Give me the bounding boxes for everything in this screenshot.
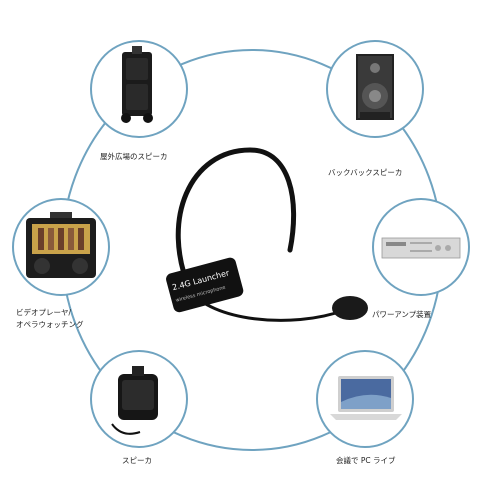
label-back-speaker: バックバックスピーカ	[328, 168, 403, 177]
headset-microphone: 2.4G Launcher wireless microphone	[150, 140, 380, 350]
laptop-icon	[330, 376, 402, 420]
video-player-node	[12, 198, 110, 296]
trolley-speaker-icon	[121, 46, 153, 123]
label-outdoor-speaker: 屋外広場のスピーカ	[100, 152, 168, 161]
label-video-player-2: オペラウォッチング	[16, 320, 84, 329]
label-pc-meeting: 会議で PC ライブ	[336, 456, 396, 465]
outdoor-speaker-node	[90, 40, 188, 138]
label-power-amp: パワーアンプ装置	[372, 310, 432, 319]
headset-microphone-icon: 2.4G Launcher wireless microphone	[166, 147, 368, 322]
pc-node	[316, 350, 414, 448]
waist-speaker-icon	[111, 366, 158, 435]
power-amplifier-icon	[381, 237, 461, 259]
label-speaker: スピーカ	[122, 456, 152, 465]
power-amp-node	[372, 198, 470, 296]
back-speaker-node	[326, 40, 424, 138]
speaker-node	[90, 350, 188, 448]
karaoke-player-icon	[26, 212, 96, 278]
label-video-player: ビデオプレーヤ/	[16, 308, 72, 317]
floor-speaker-icon	[356, 54, 394, 120]
